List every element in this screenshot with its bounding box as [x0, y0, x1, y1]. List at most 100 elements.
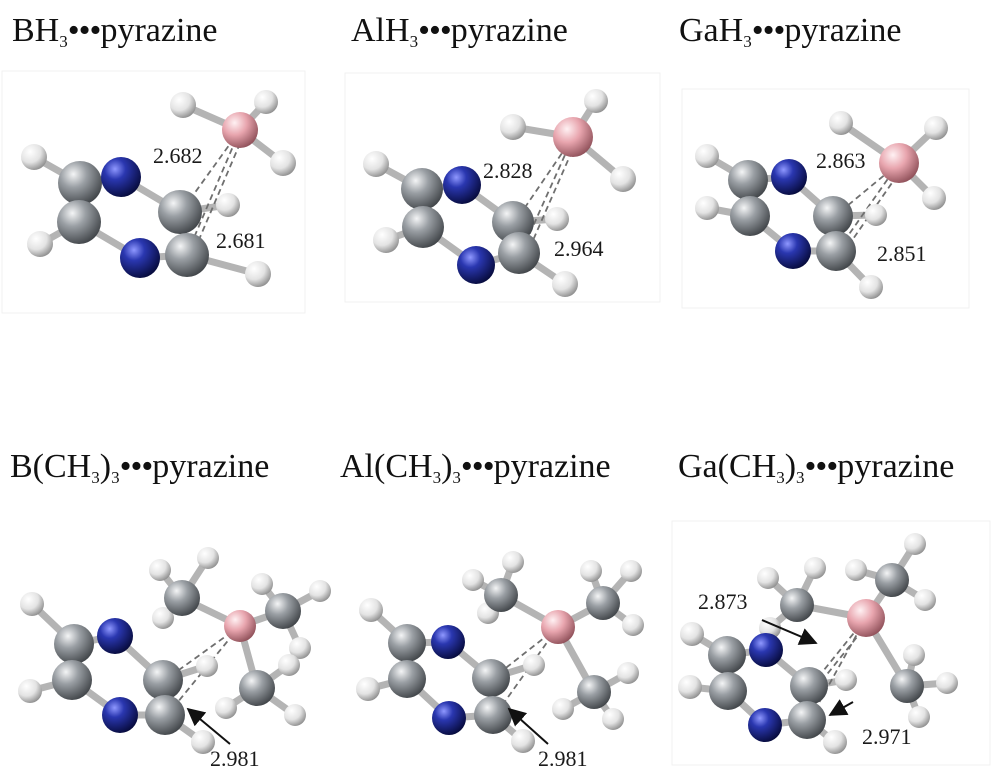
hydrogen-atom: [215, 697, 237, 719]
carbon-atom: [54, 624, 94, 664]
hydrogen-atom: [523, 654, 545, 676]
methyl-carbon-atom: [780, 588, 814, 622]
molecule-name: pyrazine: [837, 448, 955, 485]
formula-subscript: 3: [796, 468, 805, 487]
formula-text: GaH: [679, 12, 744, 49]
hydrogen-atom: [829, 111, 853, 135]
hydrogen-atom: [309, 580, 331, 602]
carbon-atom: [143, 660, 183, 700]
distance-label-1: 2.682: [153, 143, 203, 168]
distance-label-1: 2.873: [698, 589, 748, 614]
hydrogen-atom: [245, 261, 271, 287]
nitrogen-atom: [771, 159, 807, 195]
hydrogen-atom: [270, 150, 296, 176]
carbon-atom: [165, 233, 209, 277]
carbon-atom: [57, 200, 101, 244]
gallium-atom: [847, 599, 885, 637]
carbon-atom: [58, 161, 102, 205]
hydrogen-atom: [680, 622, 704, 646]
distance-label-2: 2.971: [862, 724, 912, 749]
carbon-atom: [728, 160, 768, 200]
formula-paren: ): [784, 448, 797, 485]
hydrogen-atom: [152, 607, 174, 629]
methyl-carbon-atom: [890, 669, 924, 703]
title-bme3-pyrazine: B(CH3)3•••pyrazine: [10, 448, 270, 487]
nitrogen-atom: [120, 238, 160, 278]
hydrogen-atom: [610, 166, 636, 192]
atoms: [695, 111, 948, 299]
title-bh3-pyrazine: BH3•••pyrazine: [12, 12, 218, 51]
carbon-atom: [52, 660, 92, 700]
hydrogen-atom: [908, 706, 930, 728]
nitrogen-atom: [431, 625, 465, 659]
formula-subscript: 3: [452, 468, 461, 487]
atoms: [678, 533, 958, 754]
carbon-atom: [709, 672, 747, 710]
nitrogen-atom: [443, 166, 481, 204]
methyl-carbon-atom: [875, 563, 909, 597]
hydrogen-atom: [197, 547, 219, 569]
boron-atom: [224, 610, 256, 642]
formula-subscript: 3: [111, 468, 120, 487]
hydrogen-atom: [359, 598, 383, 622]
interaction-dots: •••: [119, 448, 154, 485]
interaction-dots: •••: [804, 448, 839, 485]
hydrogen-atom: [462, 569, 484, 591]
molecule-panel-alme3: 2.981: [356, 551, 644, 768]
carbon-atom: [145, 695, 185, 735]
hydrogen-atom: [216, 193, 240, 217]
formula-text: Al(CH: [340, 448, 433, 485]
methyl-carbon-atom: [164, 580, 200, 616]
hydrogen-atom: [757, 567, 779, 589]
title-gah3-pyrazine: GaH3•••pyrazine: [679, 12, 901, 51]
hydrogen-atom: [21, 144, 47, 170]
hydrogen-atom: [278, 654, 300, 676]
molecule-panel-gah3: 2.863 2.851: [681, 88, 970, 309]
formula-subscript: 3: [59, 32, 68, 51]
molecule-panel-alh3: 2.828 2.964: [344, 72, 661, 303]
formula-text: AlH: [351, 12, 410, 49]
carbon-atom: [788, 701, 826, 739]
formula-subscript: 3: [743, 32, 752, 51]
hydrogen-atom: [903, 644, 925, 666]
hydrogen-atom: [845, 559, 867, 581]
atoms: [356, 551, 644, 753]
carbon-atom: [472, 659, 510, 697]
hydrogen-atom: [922, 186, 946, 210]
hydrogen-atom: [584, 89, 608, 113]
distance-label-1: 2.981: [210, 746, 260, 768]
hydrogen-atom: [20, 592, 44, 616]
molecule-name: pyrazine: [100, 12, 218, 49]
carbon-atom: [730, 196, 770, 236]
carbon-atom: [402, 206, 444, 248]
hydrogen-atom: [552, 698, 574, 720]
hydrogen-atom: [149, 559, 171, 581]
distance-label-1: 2.981: [538, 746, 588, 768]
molecule-name: pyrazine: [152, 448, 270, 485]
hydrogen-atom: [678, 675, 702, 699]
hydrogen-atom: [804, 557, 826, 579]
hydrogen-atom: [695, 196, 719, 220]
formula-text: Ga(CH: [678, 448, 777, 485]
nitrogen-atom: [101, 157, 141, 197]
formula-subscript: 3: [409, 32, 419, 51]
carbon-atom: [158, 190, 202, 234]
methyl-carbon-atom: [239, 670, 275, 706]
formula-subscript: 3: [432, 468, 442, 487]
hydrogen-atom: [373, 227, 399, 253]
arrow-icon: [507, 707, 549, 745]
carbon-atom: [708, 636, 746, 674]
hydrogen-atom: [936, 672, 958, 694]
hydrogen-atom: [617, 662, 639, 684]
hydrogen-atom: [18, 679, 42, 703]
arrow-icon: [761, 619, 818, 645]
hydrogen-atom: [859, 275, 883, 299]
methyl-carbon-atom: [586, 586, 620, 620]
aluminum-atom: [553, 117, 593, 157]
interaction-dots: •••: [460, 448, 495, 485]
formula-subscript: 3: [776, 468, 785, 487]
distance-label-2: 2.964: [554, 236, 604, 261]
nitrogen-atom: [432, 701, 466, 735]
atoms: [21, 90, 296, 287]
hydrogen-atom: [251, 573, 273, 595]
